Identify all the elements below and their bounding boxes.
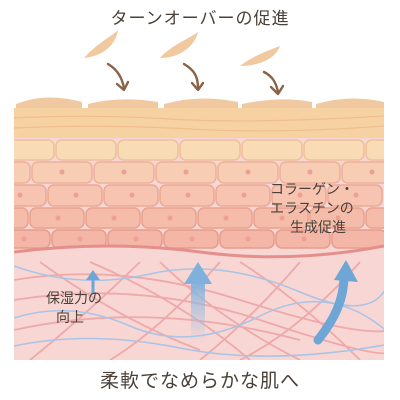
collagen-label-line: コラーゲン・: [270, 182, 354, 198]
stratum-corneum: [14, 108, 384, 138]
falling-flake-icon: [84, 30, 118, 58]
dermis-up-arrow: [184, 262, 212, 344]
falling-flake-icon: [240, 46, 280, 66]
turnover-arrows: [106, 62, 285, 96]
epidermis-cells: [14, 139, 384, 249]
down-arrow-icon: [262, 70, 285, 96]
falling-flakes: [84, 30, 280, 66]
collagen-label: コラーゲン・ エラスチンの 生成促進: [270, 181, 390, 238]
shed-corneocytes: [16, 97, 384, 108]
down-arrow-icon: [106, 62, 130, 92]
collagen-label-line: エラスチンの: [270, 201, 354, 217]
basal-membrane: [14, 246, 384, 262]
moisture-label: 保湿力の 向上: [46, 290, 136, 328]
up-arrow-icon: [184, 262, 212, 344]
header-title: ターンオーバーの促進: [110, 9, 290, 29]
falling-flake-icon: [160, 32, 198, 58]
collagen-fibers: [14, 261, 384, 360]
up-arrow-icon: [86, 270, 100, 294]
curved-up-arrow-icon: [313, 260, 358, 345]
footer-caption: 柔軟でなめらかな肌へ: [99, 370, 300, 392]
collagen-curved-arrow: [313, 260, 358, 345]
moisture-arrow: [86, 270, 100, 294]
collagen-label-line: 生成促進: [290, 220, 346, 236]
moisture-label-line: 向上: [56, 310, 84, 326]
down-arrow-icon: [182, 62, 205, 92]
moisture-label-line: 保湿力の: [46, 291, 102, 307]
